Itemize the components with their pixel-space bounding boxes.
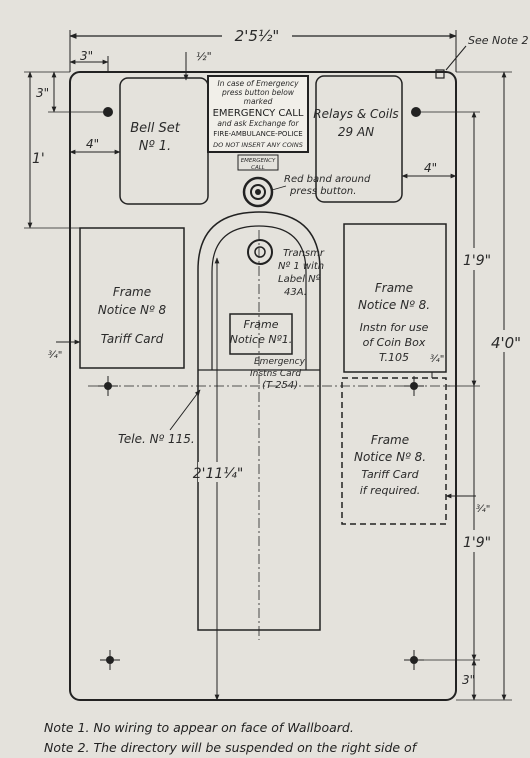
dim-upper-height: 1'9" bbox=[463, 253, 491, 269]
frame-right-5: T.105 bbox=[379, 351, 409, 364]
sign-line-7: DO NOT INSERT ANY COINS bbox=[213, 141, 303, 149]
emergency-press-button bbox=[242, 176, 274, 208]
screw-top-left bbox=[103, 107, 113, 117]
emergency-sign bbox=[207, 75, 309, 153]
drawing-notes: Note 1. No wiring to appear on face of W… bbox=[44, 718, 524, 758]
frame-notice-1-number: Notice Nº1. bbox=[230, 333, 293, 346]
emergency-call-line-1: EMERGENCY bbox=[241, 158, 276, 164]
dim-top-offset: 3" bbox=[36, 86, 49, 100]
emergency-call-label bbox=[237, 154, 279, 171]
sign-line-2: press button below bbox=[221, 88, 295, 97]
frame-right-3: Instn for use bbox=[360, 321, 429, 334]
note-1: Note 1. No wiring to appear on face of W… bbox=[44, 720, 354, 735]
frame-optional-2: Notice Nº 8. bbox=[354, 450, 426, 464]
screw-mid-left bbox=[98, 376, 118, 396]
sign-line-5: and ask Exchange for bbox=[217, 119, 299, 128]
sign-line-1: In case of Emergency bbox=[217, 79, 299, 88]
dim-bell-height: 1' bbox=[32, 151, 45, 167]
frame-left-box bbox=[79, 227, 185, 369]
dim-gap-left: ¾" bbox=[48, 350, 62, 361]
dim-door-height: 2'11¼" bbox=[193, 466, 244, 482]
dim-lower-height: 1'9" bbox=[463, 535, 491, 551]
transmitter-icon bbox=[247, 239, 273, 265]
red-band-note-1: Red band around bbox=[284, 174, 371, 185]
frame-optional-1: Frame bbox=[371, 433, 409, 447]
see-note-2: See Note 2 bbox=[468, 34, 529, 47]
dim-overall-width: 2'5½" bbox=[235, 27, 280, 45]
frame-right-box bbox=[343, 223, 447, 373]
screw-mid-right bbox=[404, 376, 424, 396]
sign-line-3: marked bbox=[244, 97, 273, 106]
frame-left-3: Tariff Card bbox=[101, 332, 164, 346]
dim-gap-right: ¾" bbox=[430, 354, 444, 365]
frame-notice-1-box bbox=[229, 313, 293, 355]
directory-hook bbox=[435, 69, 445, 79]
relays-label: Relays & Coils bbox=[313, 107, 398, 121]
transmitter-label-4: 43A. bbox=[284, 287, 307, 298]
screw-bottom-left bbox=[100, 650, 120, 670]
frame-optional-3: Tariff Card bbox=[361, 468, 419, 481]
screw-bottom-right bbox=[404, 650, 424, 670]
transmitter-label-3: Label Nº bbox=[278, 274, 321, 285]
relays-number: 29 AN bbox=[338, 125, 374, 139]
frame-left-2: Notice Nº 8 bbox=[98, 303, 167, 317]
red-band-note-2: press button. bbox=[289, 186, 356, 197]
sign-line-4: EMERGENCY CALL bbox=[213, 108, 304, 119]
coin-box-inner bbox=[211, 225, 307, 370]
emergency-card-3: (T 254) bbox=[262, 380, 298, 391]
relays-coils-box bbox=[315, 75, 403, 203]
frame-right-2: Notice Nº 8. bbox=[358, 298, 430, 312]
emergency-call-line-2: CALL bbox=[251, 165, 265, 171]
tele-number: Tele. Nº 115. bbox=[118, 432, 195, 446]
note-2: Note 2. The directory will be suspended … bbox=[44, 740, 417, 755]
dim-left-margin: 3" bbox=[80, 49, 93, 63]
dim-gap-right-2: ¾" bbox=[476, 504, 490, 515]
dim-overall-height: 4'0" bbox=[491, 334, 521, 352]
dim-top-gap: ½" bbox=[196, 50, 212, 63]
dim-bottom-offset: 3" bbox=[462, 673, 475, 687]
frame-optional-box bbox=[341, 377, 447, 525]
coin-box-outline bbox=[197, 211, 321, 631]
transmitter-label-2: Nº 1 with bbox=[278, 261, 324, 272]
sign-line-6: FIRE-AMBULANCE-POLICE bbox=[213, 130, 302, 138]
transmitter-label-1: Transmr bbox=[283, 248, 325, 259]
bell-set-label: Bell Set bbox=[130, 121, 181, 136]
dim-relay-offset: 4" bbox=[424, 161, 437, 175]
frame-right-1: Frame bbox=[375, 281, 413, 295]
frame-right-4: of Coin Box bbox=[363, 336, 426, 349]
emergency-card-2: Instns Card bbox=[250, 369, 301, 379]
emergency-card-1: Emergency bbox=[254, 357, 306, 367]
frame-notice-1-label: Frame bbox=[243, 318, 278, 331]
dim-bell-offset: 4" bbox=[86, 137, 99, 151]
frame-optional-4: if required. bbox=[360, 484, 421, 497]
frame-left-1: Frame bbox=[113, 285, 151, 299]
bell-set-number: Nº 1. bbox=[139, 139, 171, 154]
